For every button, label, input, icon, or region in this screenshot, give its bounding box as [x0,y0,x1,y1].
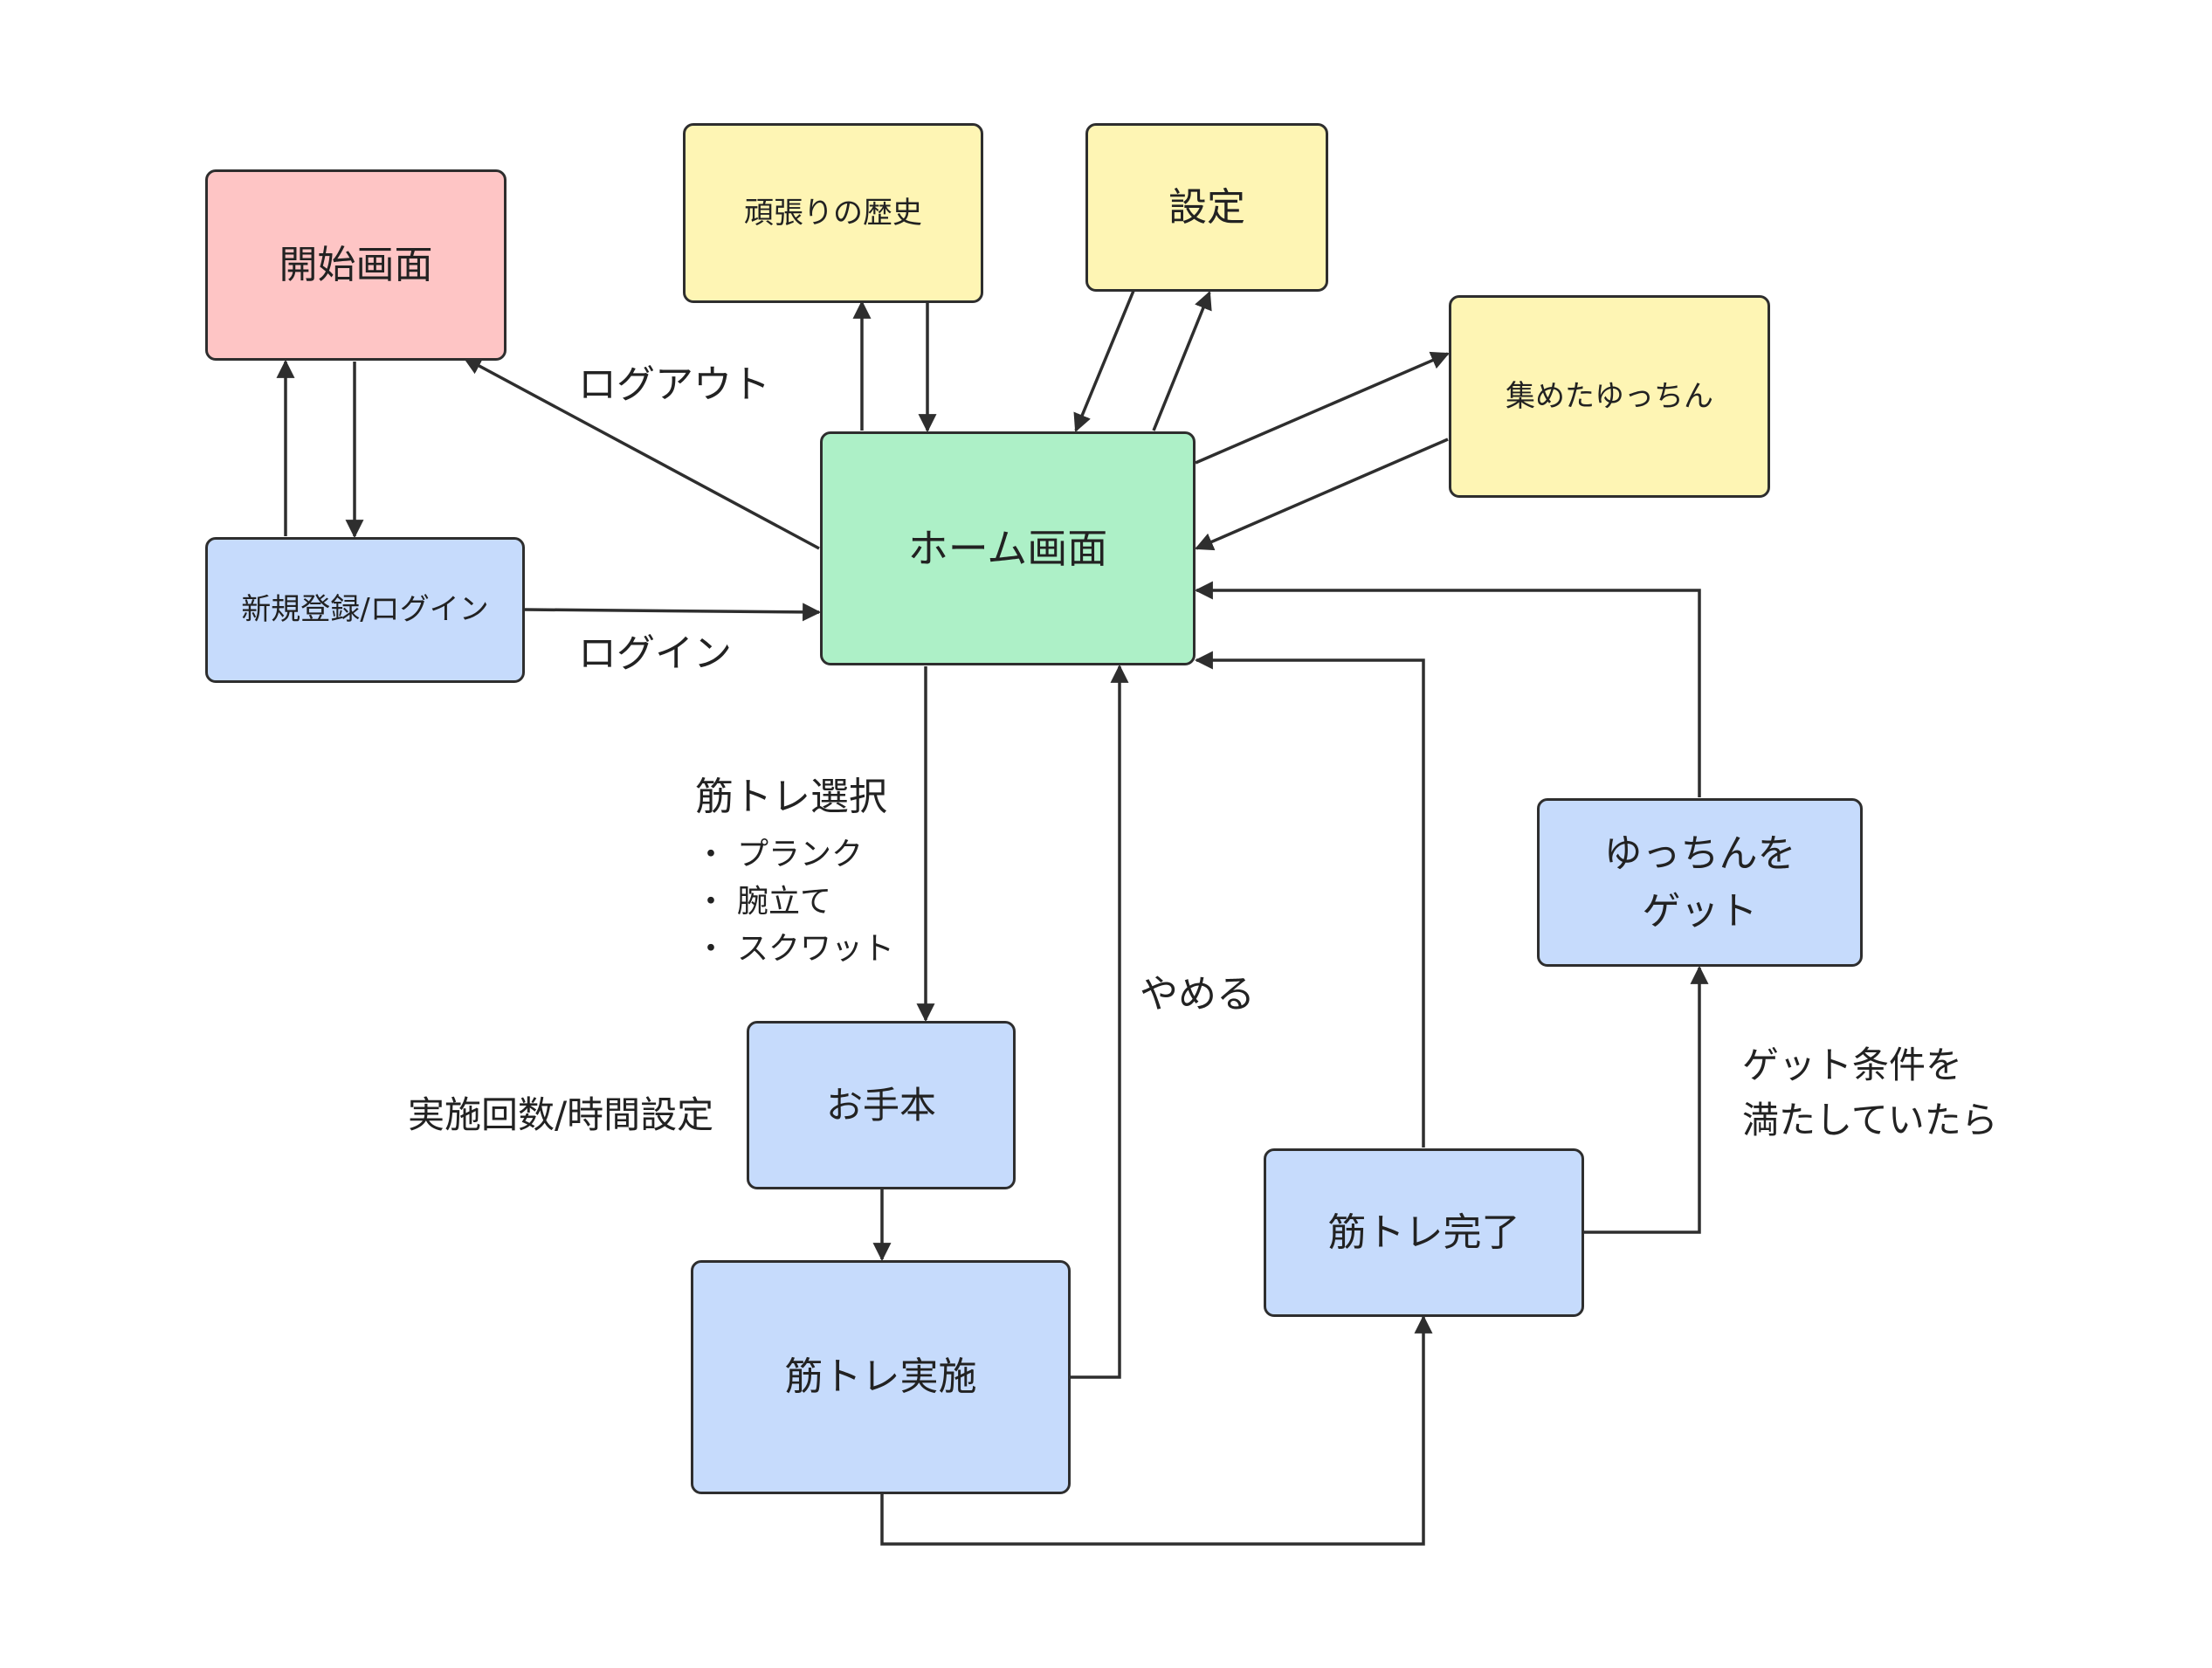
get-yucchin-label-line1: ゆっちんを [1603,831,1796,876]
get-condition-label: ゲット条件を 満たしていたら [1742,1037,1998,1148]
logout-edge-label: ログアウト [578,362,770,407]
quit-edge-label: やめる [1140,972,1255,1017]
example-node[interactable]: お手本 [747,1021,1016,1189]
arrow-get-to-home [1194,581,1701,797]
collection-label: 集めたゆっちん [1506,378,1713,414]
collection-node[interactable]: 集めたゆっちん [1449,295,1770,498]
set-count-time-label: 実施回数/時間設定 [408,1093,714,1136]
arrow-complete-to-get [1584,965,1709,1234]
workout-node[interactable]: 筋トレ実施 [691,1260,1071,1494]
workout-option: 腕立て [695,879,894,926]
home-screen-node[interactable]: ホーム画面 [820,431,1196,665]
get-condition-line1: ゲット条件を [1742,1044,1963,1086]
workout-select-title: 筋トレ選択 [695,775,887,819]
get-yucchin-node[interactable]: ゆっちんを ゲット [1537,798,1863,967]
example-label: お手本 [825,1084,936,1127]
arrow-home-to-collection [1195,351,1450,465]
workout-label: 筋トレ実施 [784,1354,977,1399]
workout-option: スクワット [695,926,894,973]
arrow-workout-to-complete [880,1314,1433,1546]
register-login-node[interactable]: 新規登録/ログイン [205,537,525,683]
login-edge-label: ログイン [578,631,732,676]
complete-node[interactable]: 筋トレ完了 [1264,1148,1584,1317]
start-screen-label: 開始画面 [279,242,433,287]
settings-label: 設定 [1168,184,1245,230]
history-node[interactable]: 頑張りの歴史 [683,123,983,303]
settings-node[interactable]: 設定 [1085,123,1328,292]
home-screen-label: ホーム画面 [907,524,1108,572]
complete-label: 筋トレ完了 [1327,1210,1520,1255]
arrow-home-to-settings [1152,291,1212,431]
get-condition-line2: 満たしていたら [1742,1099,1998,1141]
workout-option: プランク [695,831,894,879]
arrow-collection-to-home [1195,438,1449,551]
get-yucchin-label-line2: ゲット [1642,888,1758,934]
arrow-workout-to-home-quit [1071,664,1129,1379]
workout-select-list: プランク 腕立て スクワット [695,831,894,973]
arrow-settings-to-home [1073,290,1135,432]
arrow-home-to-start-logout [463,356,820,550]
arrow-register-to-home [523,603,822,622]
start-screen-node[interactable]: 開始画面 [205,169,506,361]
history-label: 頑張りの歴史 [744,195,922,231]
arrow-complete-to-home [1194,651,1425,1148]
register-login-label: 新規登録/ログイン [241,592,489,627]
